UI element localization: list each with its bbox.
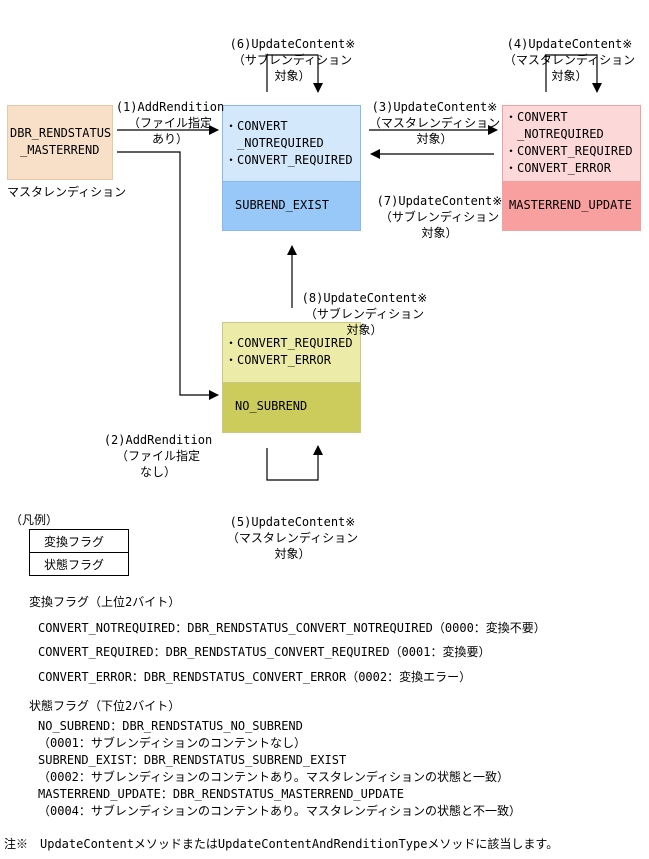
flag-line: _NOTREQUIRED: [225, 136, 324, 150]
edge-label-8: (8)UpdateContent※（サブレンディション対象）: [301, 291, 428, 337]
edge-label-1: (1)AddRendition（ファイル指定あり）: [115, 100, 225, 146]
master-rendition-box: DBR_RENDSTATUS _MASTERREND: [7, 105, 113, 180]
arrow-2: [117, 151, 219, 400]
legend-status-flag: 状態フラグ: [29, 552, 129, 576]
subrend-exist-status: SUBREND_EXIST: [222, 181, 361, 231]
flag-line: ・CONVERT: [505, 110, 568, 124]
edge-label-4: (4)UpdateContent※（マスタレンディション対象）: [503, 37, 636, 83]
status-flag-desc: （0002：サブレンディションのコンテントあり。マスタレンディションの状態と一致…: [38, 770, 509, 784]
status-label: MASTERREND_UPDATE: [509, 198, 632, 212]
legend-title: （凡例）: [10, 513, 59, 527]
conv-flag-item: CONVERT_NOTREQUIRED：DBR_RENDSTATUS_CONVE…: [38, 621, 546, 635]
masterrend-update-flags: ・CONVERT _NOTREQUIRED ・CONVERT_REQUIRED …: [502, 105, 641, 182]
arrow-4: [545, 54, 602, 93]
conv-flag-item: CONVERT_REQUIRED：DBR_RENDSTATUS_CONVERT_…: [38, 645, 491, 659]
flag-line: ・CONVERT_REQUIRED: [505, 144, 633, 158]
flag-line: ・CONVERT_REQUIRED: [225, 153, 353, 167]
masterrend-update-status: MASTERREND_UPDATE: [502, 181, 641, 231]
legend-table: 変換フラグ 状態フラグ: [29, 529, 129, 576]
footnote: 注※ UpdateContentメソッドまたはUpdateContentAndR…: [4, 837, 559, 851]
status-flag-item: MASTERREND_UPDATE：DBR_RENDSTATUS_MASTERR…: [38, 787, 405, 801]
status-flag-item: NO_SUBREND：DBR_RENDSTATUS_NO_SUBREND: [38, 719, 303, 733]
flag-line: _NOTREQUIRED: [505, 127, 604, 141]
status-flag-desc: （0004：サブレンディションのコンテントあり。マスタレンディションの状態と不一…: [38, 804, 521, 818]
arrow-5: [266, 445, 323, 481]
edge-label-3: (3)UpdateContent※（マスタレンディション対象）: [368, 100, 501, 146]
status-flag-item: SUBREND_EXIST：DBR_RENDSTATUS_SUBREND_EXI…: [38, 753, 347, 767]
legend-conv-flag: 変換フラグ: [29, 529, 129, 553]
edge-label-5: (5)UpdateContent※（マスタレンディション対象）: [226, 515, 359, 561]
edge-label-2: (2)AddRendition（ファイル指定なし）: [103, 433, 213, 479]
flag-line: ・CONVERT_ERROR: [225, 353, 331, 367]
flag-line: ・CONVERT_REQUIRED: [225, 336, 353, 350]
no-subrend-status: NO_SUBREND: [222, 382, 361, 433]
flag-line: ・CONVERT_ERROR: [505, 161, 611, 175]
no-subrend-flags: ・CONVERT_REQUIRED ・CONVERT_ERROR: [222, 322, 361, 383]
status-label: SUBREND_EXIST: [235, 198, 329, 212]
conv-flag-item: CONVERT_ERROR：DBR_RENDSTATUS_CONVERT_ERR…: [38, 670, 472, 684]
edge-label-6: (6)UpdateContent※（サブレンディション対象）: [229, 37, 356, 83]
flag-line: ・CONVERT: [225, 119, 288, 133]
conv-flags-heading: 変換フラグ（上位2バイト）: [29, 595, 181, 609]
master-label-line1: DBR_RENDSTATUS: [10, 126, 112, 140]
status-label: NO_SUBREND: [235, 399, 308, 413]
master-caption: マスタレンディション: [7, 185, 127, 199]
status-flag-desc: （0001：サブレンディションのコンテントなし）: [38, 736, 307, 750]
edge-label-7: (7)UpdateContent※（サブレンディション対象）: [376, 194, 503, 240]
subrend-exist-flags: ・CONVERT _NOTREQUIRED ・CONVERT_REQUIRED: [222, 105, 361, 182]
status-flags-heading: 状態フラグ（下位2バイト）: [29, 699, 181, 713]
master-label-line2: _MASTERREND: [20, 143, 100, 157]
arrow-6: [266, 54, 323, 93]
